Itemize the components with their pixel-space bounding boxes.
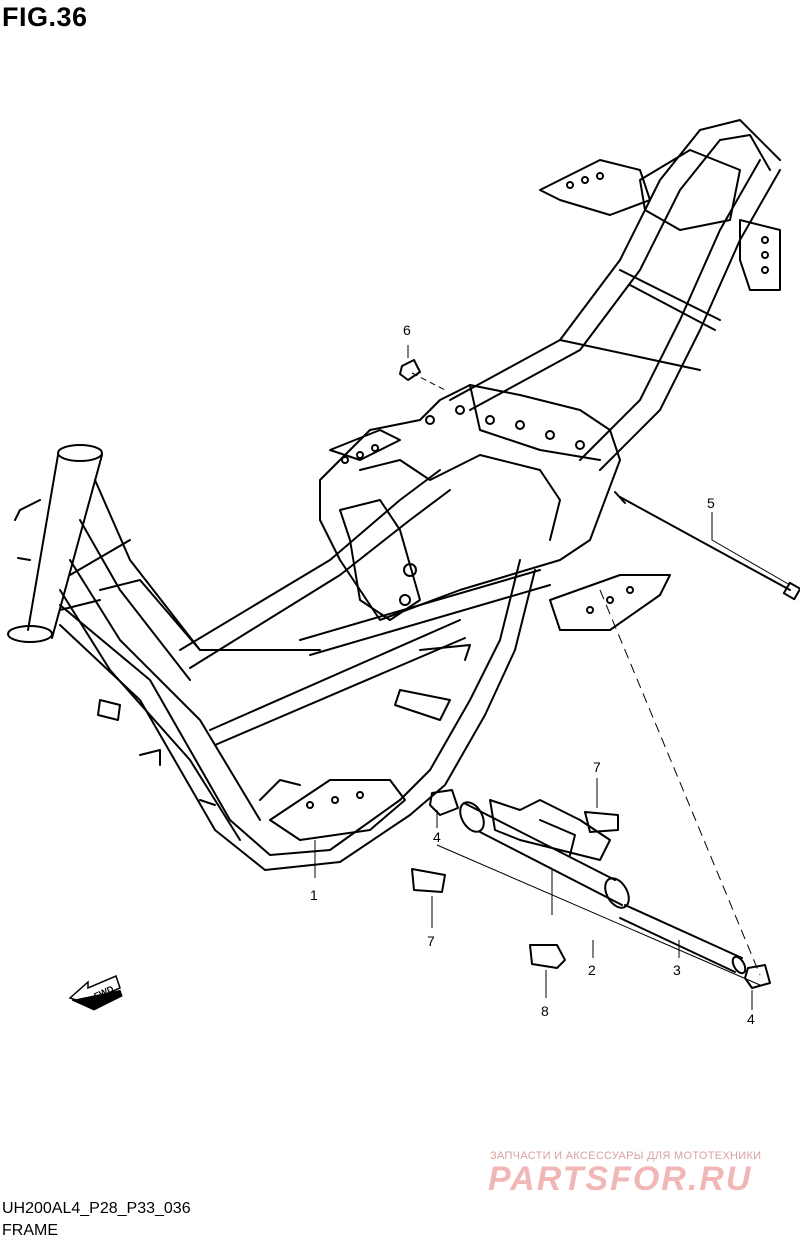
callout-7-lower: 7 — [427, 933, 435, 949]
pad-upper — [584, 811, 619, 833]
rear-brackets — [539, 149, 781, 291]
drawing-name: FRAME — [2, 1222, 58, 1239]
callout-4-left: 4 — [433, 829, 441, 845]
drawing-code: UH200AL4_P28_P33_036 — [2, 1200, 191, 1217]
callout-6: 6 — [403, 322, 411, 338]
callout-8: 8 — [541, 1003, 549, 1019]
callout-3: 3 — [673, 962, 681, 978]
callout-5: 5 — [707, 495, 715, 511]
steering-head — [7, 444, 103, 643]
cushion-left — [429, 789, 459, 816]
callout-2: 2 — [588, 962, 596, 978]
callout-4-right: 4 — [747, 1011, 755, 1027]
bolt — [614, 491, 800, 601]
underbone-loop — [59, 559, 536, 871]
watermark-tagline: ЗАПЧАСТИ И АКСЕССУАРЫ ДЛЯ МОТОТЕХНИКИ — [490, 1150, 762, 1162]
cross-member — [179, 469, 551, 669]
stand-bracket-assembly — [459, 799, 630, 909]
nut — [399, 359, 421, 381]
cushion-right — [744, 964, 771, 989]
callout-1: 1 — [310, 887, 318, 903]
rear-rails — [449, 119, 781, 471]
pad-lower — [411, 868, 446, 893]
watermark-logo: PARTSFOR.RU — [488, 1160, 753, 1198]
fwd-arrow-icon: FWD — [68, 974, 123, 1011]
stand-pipe — [619, 904, 747, 975]
misc-brackets — [97, 644, 471, 806]
callout-7-upper: 7 — [593, 759, 601, 775]
clip — [529, 944, 566, 969]
center-mount — [319, 384, 621, 621]
footboard-brackets — [259, 574, 671, 841]
down-tubes — [59, 479, 321, 841]
figure-title: FIG.36 — [2, 2, 88, 32]
